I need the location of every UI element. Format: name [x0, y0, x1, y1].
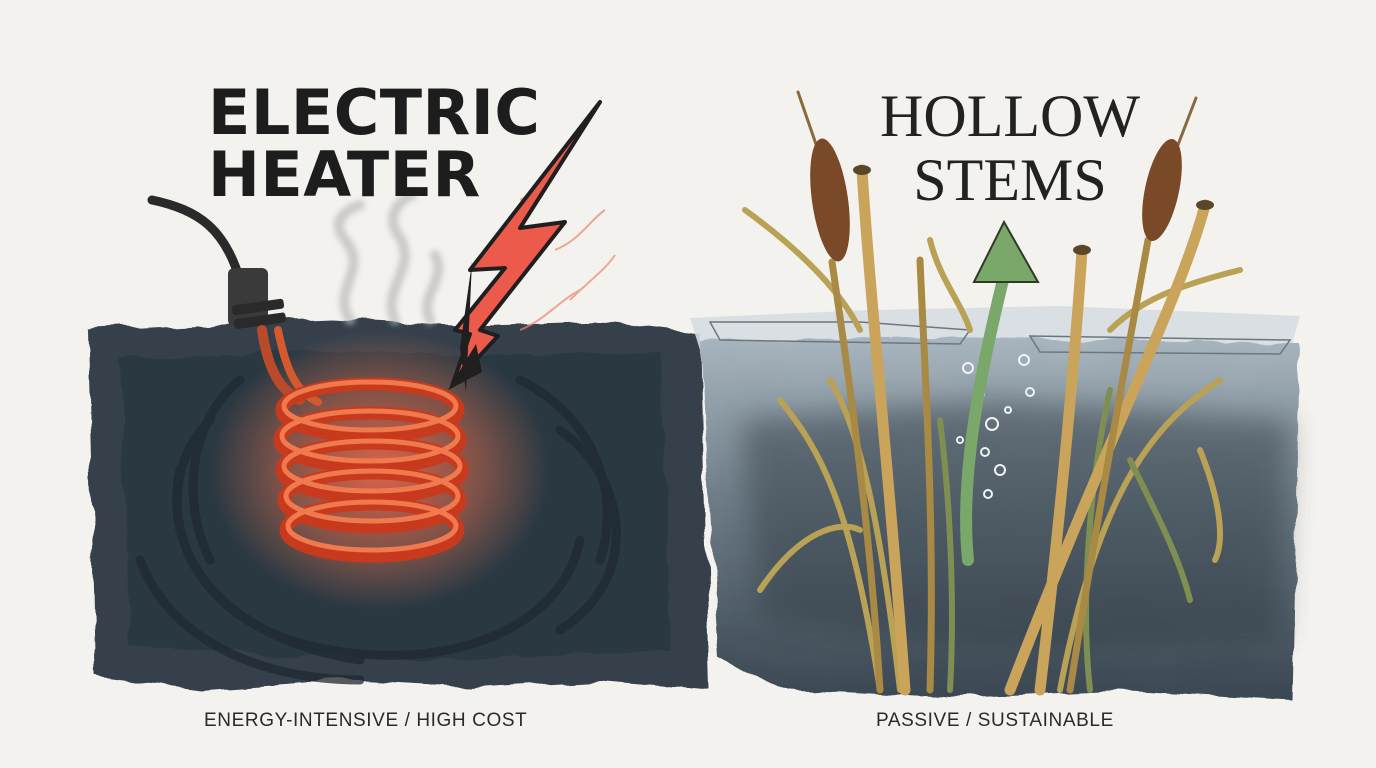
steam-icon	[333, 190, 444, 325]
caption-right: PASSIVE / SUSTAINABLE	[876, 710, 1114, 731]
title-hollow-stems: HOLLOW STEMS	[860, 84, 1160, 212]
lightning-bolt-icon	[448, 100, 616, 392]
title-right-line1: HOLLOW	[880, 83, 1140, 149]
caption-left: ENERGY-INTENSIVE / HIGH COST	[204, 710, 528, 731]
title-left-line1: ELECTRIC	[208, 76, 541, 149]
right-water	[690, 306, 1300, 700]
title-right-line2: STEMS	[913, 147, 1107, 213]
upward-arrow-icon	[960, 219, 1040, 566]
cattail-reeds-icon	[742, 90, 1243, 696]
title-left-line2: HEATER	[208, 138, 481, 211]
heating-coil-icon	[273, 377, 469, 563]
ripple-swirls	[135, 375, 621, 685]
title-electric-heater: ELECTRIC HEATER	[208, 82, 548, 206]
